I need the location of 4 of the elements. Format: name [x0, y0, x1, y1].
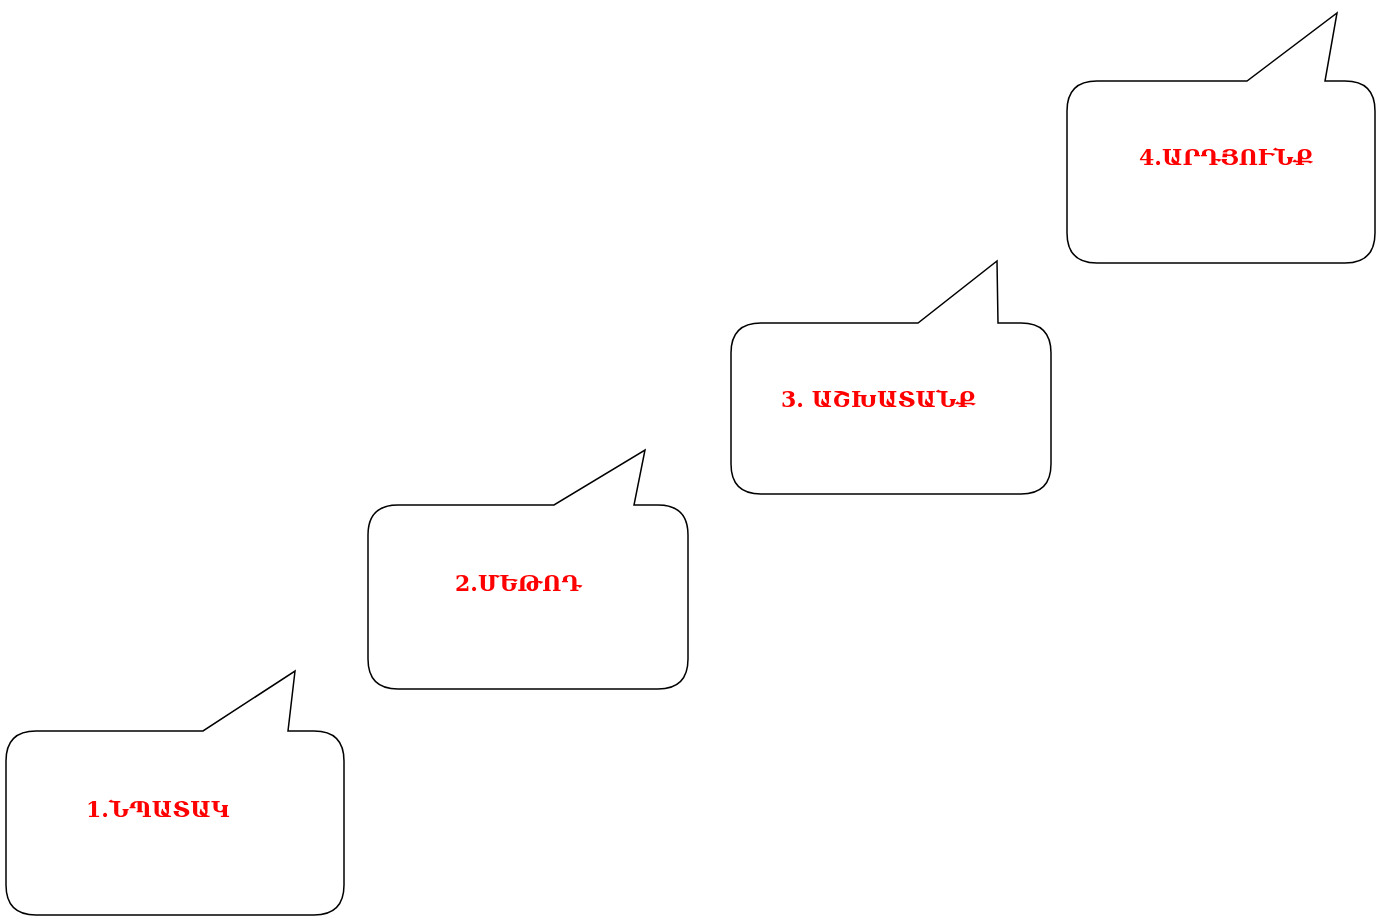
- bubble-label: 4.ԱՐԴՅՈՒՆՔ: [1139, 144, 1314, 170]
- bubble-label: 3. ԱՇԽԱՏԱՆՔ: [781, 386, 976, 412]
- bubble-label: 2.ՄԵԹՈԴ: [455, 570, 582, 596]
- bubble-label: 1.ՆՊԱՏԱԿ: [86, 796, 230, 822]
